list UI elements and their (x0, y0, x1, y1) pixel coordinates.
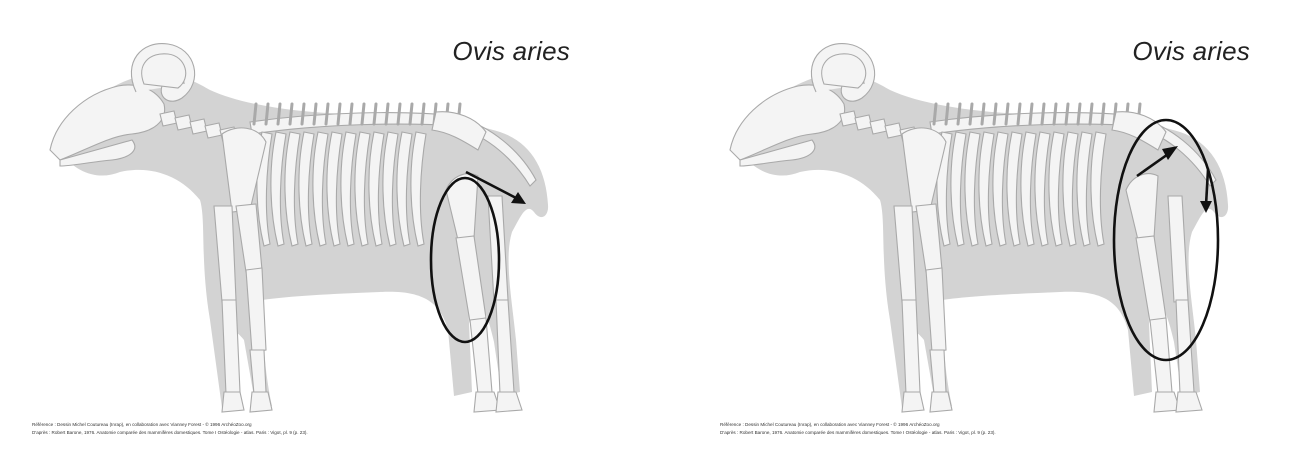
spinous-process (338, 104, 340, 124)
cervical-vertebra (840, 111, 857, 126)
sheep-skeleton-illustration (0, 0, 600, 459)
spinous-process (1042, 104, 1044, 124)
spinous-process (994, 104, 996, 124)
spinous-process (374, 104, 376, 124)
spinous-process (1054, 104, 1056, 124)
species-title: Ovis aries (452, 36, 570, 67)
forefoot-phalanges-far (902, 392, 924, 412)
sheep-drawing (50, 44, 548, 412)
sheep-skeleton-illustration (680, 0, 1280, 459)
forefoot-phalanges (250, 392, 272, 412)
cervical-vertebra (855, 115, 872, 130)
spinous-process (254, 104, 256, 124)
spinous-process (958, 104, 960, 124)
spinous-process (934, 104, 936, 124)
hindfoot-phalanges-far (1176, 392, 1202, 412)
spinous-process (302, 104, 304, 124)
reference-line-2: D'après : Robert Barone, 1976. Anatomie … (32, 429, 308, 437)
spinous-process (1030, 104, 1032, 124)
spinous-process (946, 104, 948, 124)
spinous-process (350, 104, 352, 124)
metatarsal (470, 318, 492, 394)
horn-core (822, 54, 866, 88)
spinous-process (970, 104, 972, 124)
spinous-process (278, 104, 280, 124)
cervical-vertebra (870, 119, 887, 134)
species-title: Ovis aries (1132, 36, 1250, 67)
spinous-process (422, 104, 424, 124)
spinous-process (1102, 104, 1104, 124)
reference-line-1: Référence : Dessin Michel Coutureau (Inr… (32, 421, 308, 429)
left-panel: Ovis aries Référence : Dessin Michel Cou… (0, 0, 600, 459)
forefoot-phalanges-far (222, 392, 244, 412)
spinous-process (1006, 104, 1008, 124)
horn-core (142, 54, 186, 88)
spinous-process (398, 104, 400, 124)
reference-line-1: Référence : Dessin Michel Coutureau (Inr… (720, 421, 996, 429)
spinous-process (1018, 104, 1020, 124)
cervical-vertebra (175, 115, 192, 130)
spinous-process (290, 104, 292, 124)
spinous-process (1078, 104, 1080, 124)
reference-line-2: D'après : Robert Barone, 1976. Anatomie … (720, 429, 996, 437)
reference-caption: Référence : Dessin Michel Coutureau (Inr… (720, 421, 996, 437)
right-panel: Ovis aries Référence : Dessin Michel Cou… (680, 0, 1280, 459)
cervical-vertebra (205, 123, 222, 138)
forefoot-phalanges (930, 392, 952, 412)
spinous-process (410, 104, 412, 124)
spinous-process (1066, 104, 1068, 124)
hindfoot-phalanges-far (496, 392, 522, 412)
spinous-process (386, 104, 388, 124)
spinous-process (326, 104, 328, 124)
spinous-process (314, 104, 316, 124)
cervical-vertebra (190, 119, 207, 134)
spinous-process (266, 104, 268, 124)
reference-caption: Référence : Dessin Michel Coutureau (Inr… (32, 421, 308, 437)
cervical-vertebra (885, 123, 902, 138)
spinous-process (362, 104, 364, 124)
spinous-process (982, 104, 984, 124)
cervical-vertebra (160, 111, 177, 126)
spinous-process (1090, 104, 1092, 124)
